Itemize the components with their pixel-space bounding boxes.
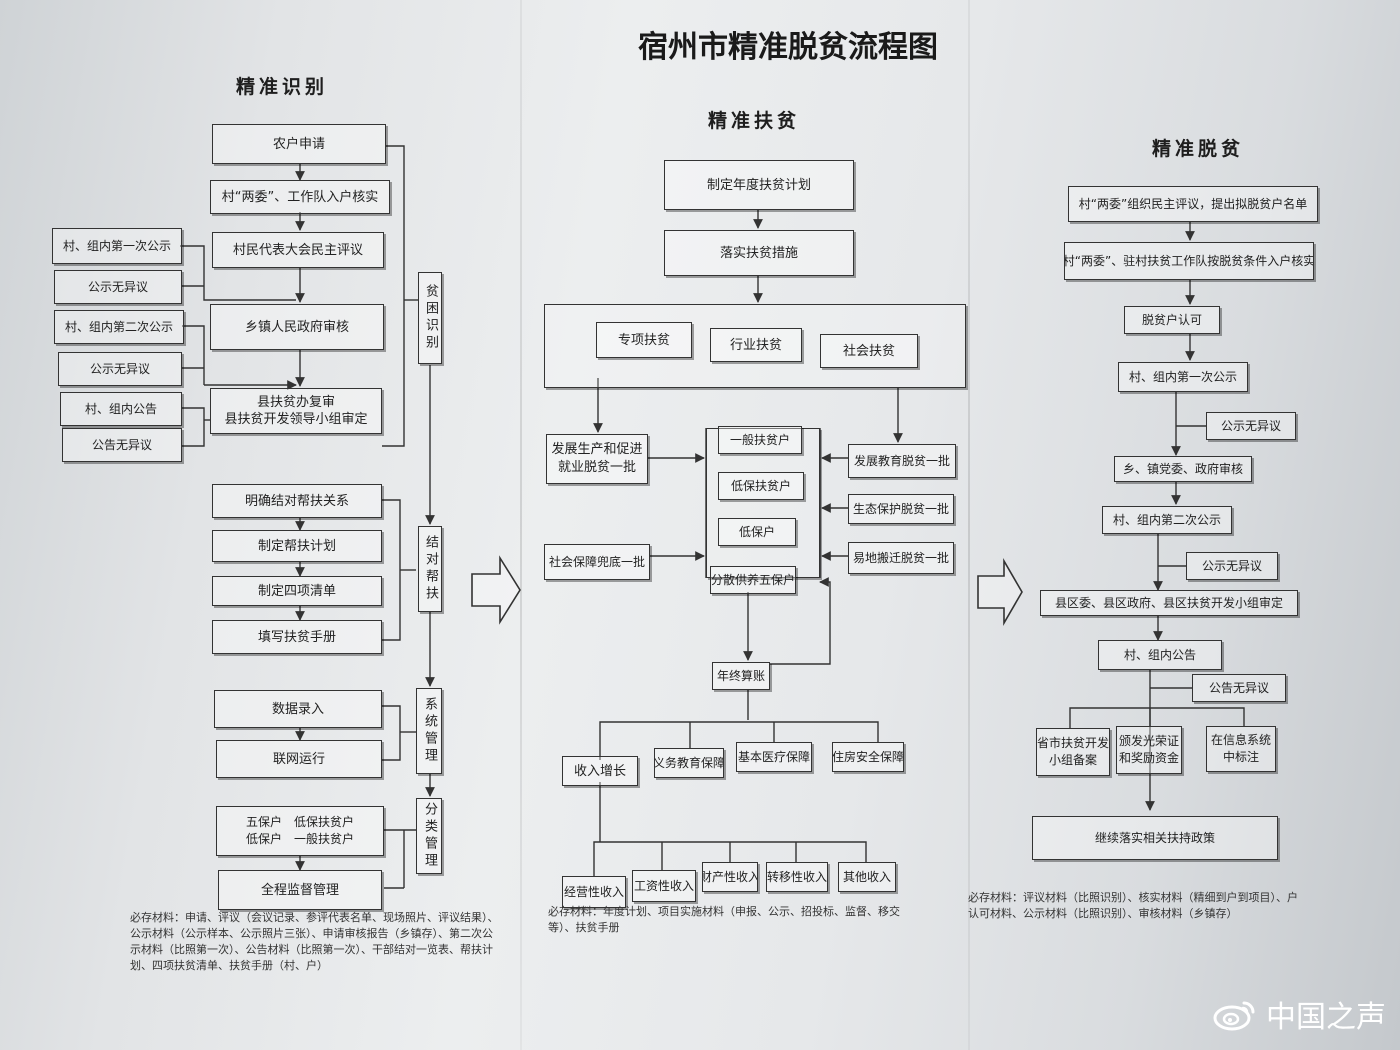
exit-publicity1-box: 村、组内第一次公示	[1118, 362, 1248, 392]
county-review-box: 县扶贫办复审 县扶贫开发领导小组审定	[210, 388, 382, 434]
paper-fold	[520, 0, 522, 1050]
publicity2-box: 村、组内第二次公示	[54, 310, 184, 344]
exit-publicity2-box: 村、组内第二次公示	[1102, 506, 1232, 534]
review-box: 村民代表大会民主评议	[212, 232, 384, 268]
plan-box: 制定帮扶计划	[212, 530, 382, 562]
categories-line1: 五保户 低保扶贫户	[245, 815, 354, 829]
exit-notes: 必存材料：评议材料（比照识别）、核实材料（精细到户到项目）、户认可材料、公示材料…	[968, 891, 1298, 920]
province-record-box: 省市扶贫开发小组备案	[1036, 728, 1110, 776]
continue-policy-box: 继续落实相关扶持政策	[1032, 816, 1278, 860]
county-review-line2: 县扶贫开发领导小组审定	[224, 412, 368, 427]
exit-verify-box: 村“两委”、驻村扶贫工作队按脱贫条件入户核实	[1064, 242, 1314, 280]
compulsory-edu-box: 义务教育保障	[654, 748, 724, 778]
exit-no-objection3-box: 公告无异议	[1192, 674, 1286, 702]
exit-announce-box: 村、组内公告	[1098, 640, 1222, 670]
data-entry-box: 数据录入	[214, 690, 382, 728]
other-income-box: 其他收入	[838, 862, 896, 892]
education-box: 发展教育脱贫一批	[848, 444, 956, 478]
verify-box: 村“两委”、工作队入户核实	[210, 180, 390, 214]
social-security-box: 社会保障兜底一批	[544, 544, 650, 580]
confirm-box: 脱贫户认可	[1124, 306, 1220, 334]
township-review-box: 乡镇人民政府审核	[210, 304, 384, 350]
general-household-box: 一般扶贫户	[718, 426, 802, 454]
announce-box: 村、组内公告	[60, 392, 182, 426]
section-title-assist: 精准扶贫	[708, 110, 801, 132]
no-objection2-box: 公示无异议	[58, 352, 182, 386]
watermark-text: 中国之声	[1266, 1000, 1386, 1035]
no-objection1-box: 公示无异议	[54, 270, 182, 304]
no-objection3-box: 公告无异议	[62, 428, 182, 462]
section-title-exit: 精准脱贫	[1152, 138, 1245, 160]
list4-box: 制定四项清单	[212, 576, 382, 606]
dibao-household-box: 低保户	[718, 518, 796, 546]
apply-box: 农户申请	[212, 124, 386, 164]
section-title-identify: 精准识别	[236, 76, 329, 98]
identify-notes: 必存材料：申请、评议（会议记录、参评代表名单、现场照片、评议结果）、公示材料（公…	[130, 911, 499, 972]
page-title: 宿州市精准脱贫流程图	[638, 30, 938, 65]
categories-box: 五保户 低保扶贫户 低保户 一般扶贫户	[216, 806, 384, 856]
honor-award-box: 颁发光荣证和奖励资金	[1116, 726, 1182, 774]
assist-notes: 必存材料：年度计划、项目实施材料（申报、公示、招投标、监督、移交等）、扶贫手册	[548, 905, 900, 934]
medical-box: 基本医疗保障	[736, 742, 812, 772]
production-box: 发展生产和促进就业脱贫一批	[546, 434, 648, 484]
relocation-box: 易地搬迁脱贫一批	[848, 542, 954, 574]
housing-box: 住房安全保障	[832, 742, 904, 772]
dibao-poor-household-box: 低保扶贫户	[718, 472, 804, 500]
assist-types-container	[544, 304, 966, 388]
wubao-household-box: 分散供养五保户	[710, 566, 796, 594]
county-approval-box: 县区委、县区政府、县区扶贫开发小组审定	[1040, 590, 1298, 616]
ecology-box: 生态保护脱贫一批	[848, 494, 954, 524]
year-end-box: 年终算账	[712, 662, 770, 690]
income-growth-box: 收入增长	[562, 756, 638, 786]
paper-fold	[968, 0, 970, 1050]
pair-box: 明确结对帮扶关系	[212, 484, 382, 518]
transfer-income-box: 转移性收入	[766, 862, 828, 892]
stage-classify-manage: 分类管理	[416, 798, 442, 874]
annual-plan-box: 制定年度扶贫计划	[664, 160, 854, 210]
business-income-box: 经营性收入	[562, 876, 626, 908]
system-mark-box: 在信息系统中标注	[1206, 726, 1276, 772]
special-assist-box: 专项扶贫	[596, 322, 692, 358]
county-review-line1: 县扶贫办复审	[256, 395, 335, 410]
watermark: 中国之声	[1212, 992, 1386, 1036]
exit-no-objection1-box: 公示无异议	[1206, 412, 1296, 440]
exit-no-objection2-box: 公示无异议	[1186, 552, 1278, 580]
measures-box: 落实扶贫措施	[664, 230, 854, 276]
weibo-icon	[1213, 1001, 1255, 1031]
property-income-box: 财产性收入	[702, 862, 758, 892]
categories-line2: 低保户 一般扶贫户	[245, 832, 354, 846]
industry-assist-box: 行业扶贫	[710, 328, 802, 362]
exit-township-box: 乡、镇党委、政府审核	[1114, 456, 1252, 482]
network-box: 联网运行	[216, 740, 382, 778]
stage-poverty-identify: 贫困识别	[418, 272, 442, 364]
publicity1-box: 村、组内第一次公示	[52, 228, 182, 264]
stage-system-manage: 系统管理	[416, 688, 442, 774]
manual-box: 填写扶贫手册	[212, 620, 382, 654]
stage-pair-assist: 结对帮扶	[418, 526, 442, 612]
social-assist-box: 社会扶贫	[820, 334, 918, 368]
supervise-box: 全程监督管理	[218, 870, 382, 910]
wage-income-box: 工资性收入	[632, 870, 696, 902]
nominate-box: 村“两委”组织民主评议，提出拟脱贫户名单	[1068, 186, 1318, 222]
